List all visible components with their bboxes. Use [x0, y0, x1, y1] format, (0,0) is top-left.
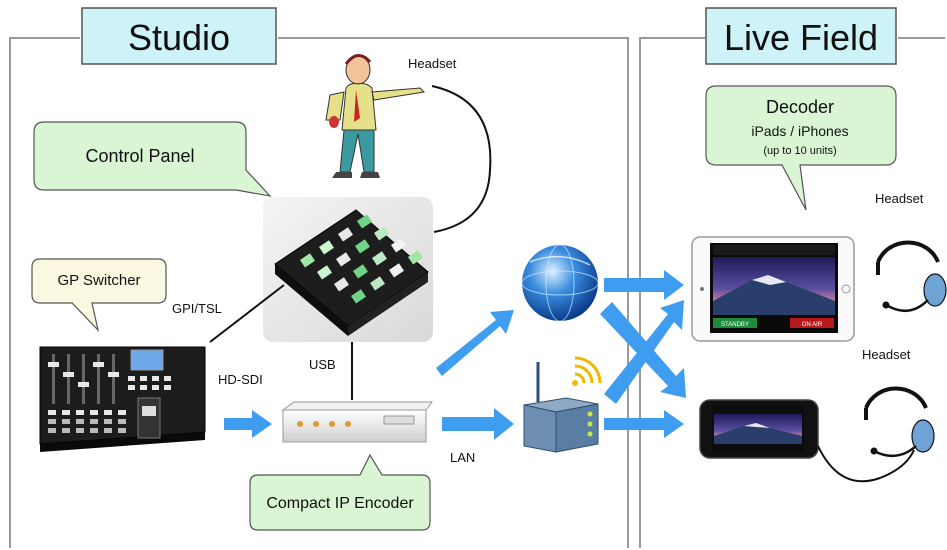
usb-label: USB: [309, 357, 336, 372]
live-field-frame: [639, 37, 945, 548]
studio-title-box: [81, 7, 277, 65]
internet-globe: [521, 244, 599, 322]
encoder-label: Compact IP Encoder: [266, 495, 414, 512]
studio-title: Studio: [128, 17, 230, 58]
arrow-router-to-iphone: [604, 410, 684, 438]
signal-arrows: [224, 270, 686, 440]
live-field-title: Live Field: [724, 17, 878, 58]
gpi-tsl-cable: [209, 284, 285, 343]
studio-headset-label: Headset: [408, 56, 457, 71]
control-panel-callout: [33, 121, 272, 197]
arrow-encoder-to-internet: [436, 310, 514, 376]
iphone-headset-cable: [817, 445, 915, 483]
gp-switcher-label: GP Switcher: [57, 272, 140, 289]
studio-headset-cable: [431, 85, 492, 233]
field-headset-bottom-label: Headset: [862, 347, 911, 362]
arrow-router-to-ipad: [604, 300, 684, 404]
encoder-callout: [249, 453, 431, 531]
arrow-encoder-to-router: [442, 408, 514, 440]
standby-button-ipad: STANDBY: [721, 322, 749, 328]
field-headset-top-label: Headset: [875, 191, 924, 206]
decoder-units: (up to 10 units): [763, 145, 836, 157]
live-field-title-box: [705, 7, 897, 65]
control-panel-label: Control Panel: [85, 146, 194, 166]
gp-switcher-device: [39, 346, 206, 452]
arrow-switcher-to-encoder: [224, 410, 272, 438]
ipad-device: STANDBY ON AIR: [691, 236, 855, 342]
decoder-devices: iPads / iPhones: [751, 123, 848, 139]
arrow-internet-to-ipad: [604, 270, 684, 300]
field-headset-bottom: [864, 386, 935, 458]
compact-ip-encoder-device: [281, 401, 433, 443]
iphone-device: [699, 399, 819, 459]
decoder-title: Decoder: [766, 97, 834, 117]
field-headset-top: [876, 240, 947, 313]
wifi-signal-icon: [572, 356, 602, 386]
wireless-router: [523, 362, 599, 453]
gpi-tsl-label: GPI/TSL: [172, 301, 222, 316]
control-panel-device: [263, 197, 433, 342]
on-air-button-ipad: ON AIR: [802, 322, 823, 328]
decoder-callout: [705, 85, 897, 211]
gp-switcher-callout: [31, 258, 167, 332]
hd-sdi-label: HD-SDI: [218, 372, 263, 387]
lan-label: LAN: [450, 450, 475, 465]
operator-illustration: [325, 54, 426, 178]
